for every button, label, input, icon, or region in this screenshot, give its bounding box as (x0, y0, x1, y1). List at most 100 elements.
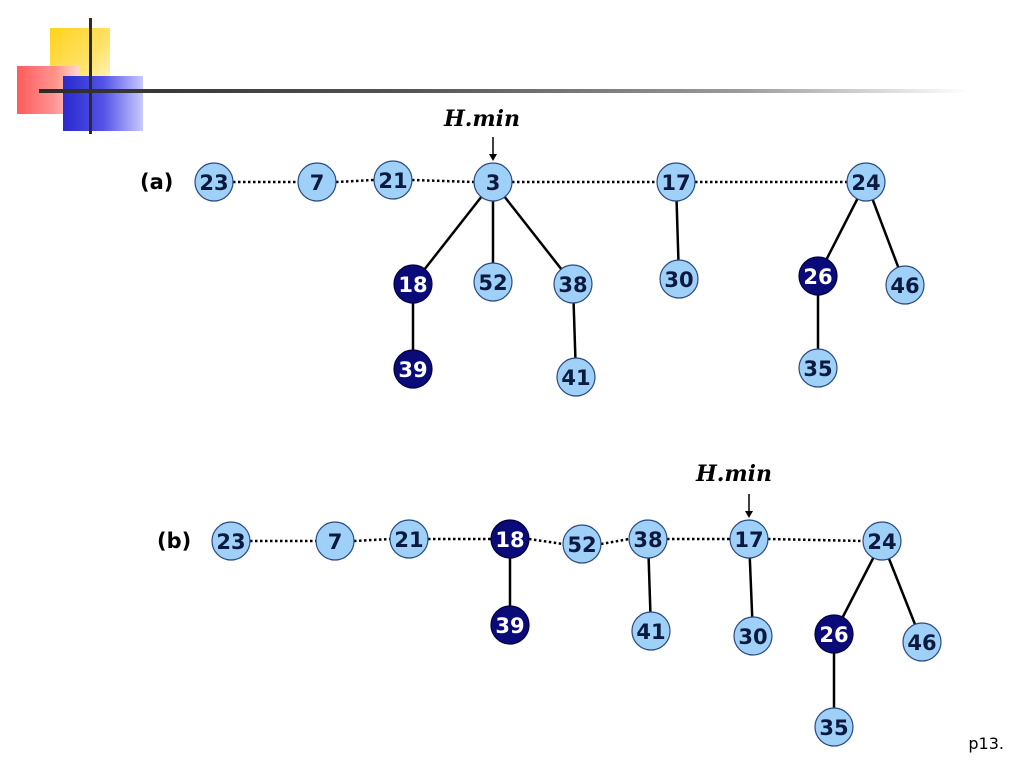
a-child-edge (412, 181, 494, 285)
b-node-circle (628, 519, 668, 559)
a-node-26: 26 (798, 256, 838, 296)
a-node-key: 7 (310, 171, 325, 195)
a-node-circle (473, 262, 513, 302)
a-node-circle (393, 264, 433, 304)
a-node-circle (656, 162, 696, 202)
b-node-circle (211, 521, 251, 561)
a-node-39: 39 (393, 349, 433, 389)
b-node-circle (631, 611, 671, 651)
panel-a-min-pointer: H.min (443, 106, 520, 161)
a-node-key: 23 (199, 171, 228, 195)
a-node-circle (194, 162, 234, 202)
b-node-key: 41 (636, 620, 665, 644)
panel-b-hmin-label: H.min (695, 461, 772, 487)
b-node-key: 21 (394, 528, 423, 552)
b-min-arrow-head (745, 511, 753, 518)
b-node-circle (733, 616, 773, 656)
b-root-list-link (353, 537, 391, 543)
b-node-21: 21 (389, 519, 429, 559)
a-node-circle (798, 348, 838, 388)
a-node-circle (556, 357, 596, 397)
b-node-key: 7 (328, 530, 343, 554)
b-node-26: 26 (814, 614, 854, 654)
b-node-circle (389, 519, 429, 559)
b-node-38: 38 (628, 519, 668, 559)
a-min-arrow-head (489, 154, 497, 161)
b-node-35: 35 (814, 707, 854, 747)
b-node-key: 39 (495, 614, 524, 638)
decor-vertical-line (89, 18, 92, 134)
a-node-circle (373, 160, 413, 200)
page-number: p13. (968, 734, 1004, 753)
panel-a-label: (a) (140, 170, 173, 194)
a-node-17: 17 (656, 162, 696, 202)
b-node-39: 39 (490, 605, 530, 645)
b-node-circle (315, 521, 355, 561)
a-node-24: 24 (846, 162, 886, 202)
b-node-circle (814, 614, 854, 654)
panel-b-nodes: 23 7 21 18 52 38 17 24 39 41 30 26 46 35 (211, 519, 942, 747)
b-node-circle (490, 605, 530, 645)
b-node-circle (902, 622, 942, 662)
b-node-24: 24 (862, 521, 902, 561)
panel-a-hmin-label: H.min (443, 106, 520, 132)
a-node-key: 38 (558, 273, 587, 297)
b-node-7: 7 (315, 521, 355, 561)
a-node-23: 23 (194, 162, 234, 202)
a-node-18: 18 (393, 264, 433, 304)
a-node-30: 30 (659, 259, 699, 299)
b-node-30: 30 (733, 616, 773, 656)
a-node-circle (885, 265, 925, 305)
panel-b-label: (b) (157, 529, 191, 553)
panel-b-min-pointer: H.min (695, 461, 772, 518)
a-node-38: 38 (553, 264, 593, 304)
a-node-key: 41 (561, 366, 590, 390)
a-node-52: 52 (473, 262, 513, 302)
a-node-key: 52 (478, 271, 507, 295)
a-node-circle (473, 162, 513, 202)
b-node-key: 17 (734, 528, 763, 552)
a-node-key: 30 (664, 268, 693, 292)
b-node-23: 23 (211, 521, 251, 561)
a-node-key: 24 (851, 171, 880, 195)
b-node-17: 17 (729, 519, 769, 559)
b-node-circle (814, 707, 854, 747)
a-node-circle (659, 259, 699, 299)
a-node-key: 46 (890, 274, 919, 298)
b-node-key: 52 (567, 533, 596, 557)
a-node-key: 39 (398, 358, 427, 382)
a-node-key: 26 (803, 265, 832, 289)
b-node-key: 23 (216, 530, 245, 554)
a-node-key: 18 (398, 273, 427, 297)
a-child-edge (492, 181, 574, 285)
decor-horizontal-rule (39, 89, 969, 93)
a-node-key: 17 (661, 171, 690, 195)
b-node-46: 46 (902, 622, 942, 662)
b-node-key: 26 (819, 623, 848, 647)
a-node-circle (553, 264, 593, 304)
a-root-list-link (335, 178, 375, 184)
b-node-key: 35 (819, 716, 848, 740)
a-node-circle (297, 162, 337, 202)
a-node-key: 35 (803, 357, 832, 381)
b-node-key: 24 (867, 530, 896, 554)
a-node-key: 21 (378, 169, 407, 193)
a-node-circle (798, 256, 838, 296)
b-node-52: 52 (562, 524, 602, 564)
b-node-key: 46 (907, 631, 936, 655)
b-node-circle (729, 519, 769, 559)
decor-blue-square (63, 76, 143, 131)
a-node-key: 3 (486, 171, 501, 195)
b-node-41: 41 (631, 611, 671, 651)
a-node-7: 7 (297, 162, 337, 202)
b-node-circle (562, 524, 602, 564)
b-node-18: 18 (490, 519, 530, 559)
a-node-circle (846, 162, 886, 202)
b-node-key: 18 (495, 528, 524, 552)
a-node-circle (393, 349, 433, 389)
a-node-46: 46 (885, 265, 925, 305)
a-root-list-link (411, 178, 475, 184)
a-node-3: 3 (473, 162, 513, 202)
b-root-list-link (528, 537, 564, 546)
